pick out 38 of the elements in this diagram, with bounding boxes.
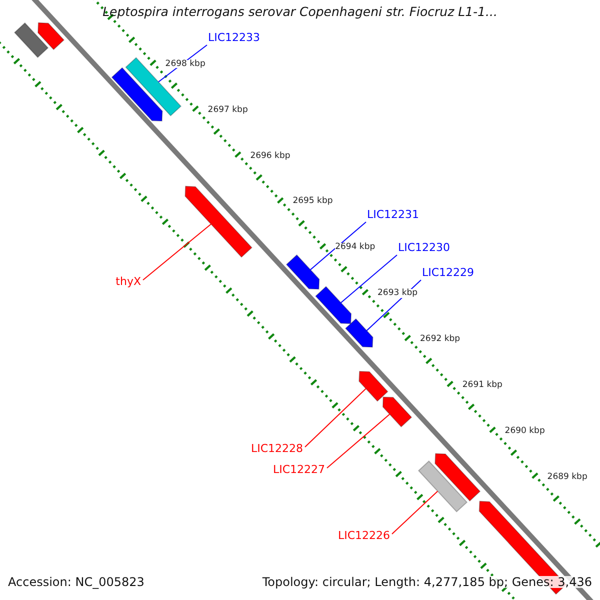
- leader-line: [392, 490, 438, 534]
- gene-feature: [315, 286, 352, 324]
- gene-feature: [184, 186, 252, 258]
- accession-text: Accession: NC_005823: [8, 576, 144, 588]
- gene-feature: [382, 396, 412, 428]
- scale-label: 2695 kbp: [292, 197, 333, 206]
- leader-line: [310, 222, 366, 270]
- gene-label: LIC12229: [422, 267, 474, 278]
- gene-feature: [358, 370, 388, 402]
- leader-line: [340, 254, 398, 304]
- gene-feature: [38, 22, 65, 50]
- scale-label: 2690 kbp: [504, 426, 545, 436]
- gene-label: LIC12230: [398, 242, 450, 253]
- gene-feature: [434, 453, 481, 502]
- gene-label: LIC12231: [367, 209, 420, 220]
- gene-feature: [344, 318, 374, 348]
- gene-feature: [111, 67, 163, 122]
- title: Leptospira interrogans serovar Copenhageni str. Fiocruz L1-1...: [102, 6, 498, 18]
- gene-label: LIC12227: [272, 464, 325, 475]
- scale-label: 2689 kbp: [547, 472, 588, 482]
- gene-label: LIC12226: [338, 530, 390, 541]
- gene-bar: [14, 22, 49, 58]
- gene-label: thyX: [116, 276, 141, 287]
- gene-bar: [418, 460, 468, 512]
- scale-label: 2693 kbp: [378, 289, 418, 298]
- gene-label: LIC12228: [250, 443, 303, 454]
- leader-line: [326, 414, 390, 468]
- scale-label: 2698 kbp: [165, 60, 206, 68]
- leader-line: [304, 388, 366, 448]
- scale-label: 2692 kbp: [420, 335, 460, 344]
- summary-text: Topology: circular; Length: 4,277,185 bp; Genes: 3,436: [262, 576, 592, 588]
- gene-label: LIC12233: [208, 32, 260, 43]
- leader-line: [142, 224, 212, 280]
- scale-label: 2696 kbp: [250, 152, 290, 160]
- gene-feature: [286, 254, 320, 290]
- scale-label: 2697 kbp: [208, 106, 248, 114]
- scale-label: 2694 kbp: [335, 243, 376, 252]
- scale-label: 2691 kbp: [462, 380, 502, 390]
